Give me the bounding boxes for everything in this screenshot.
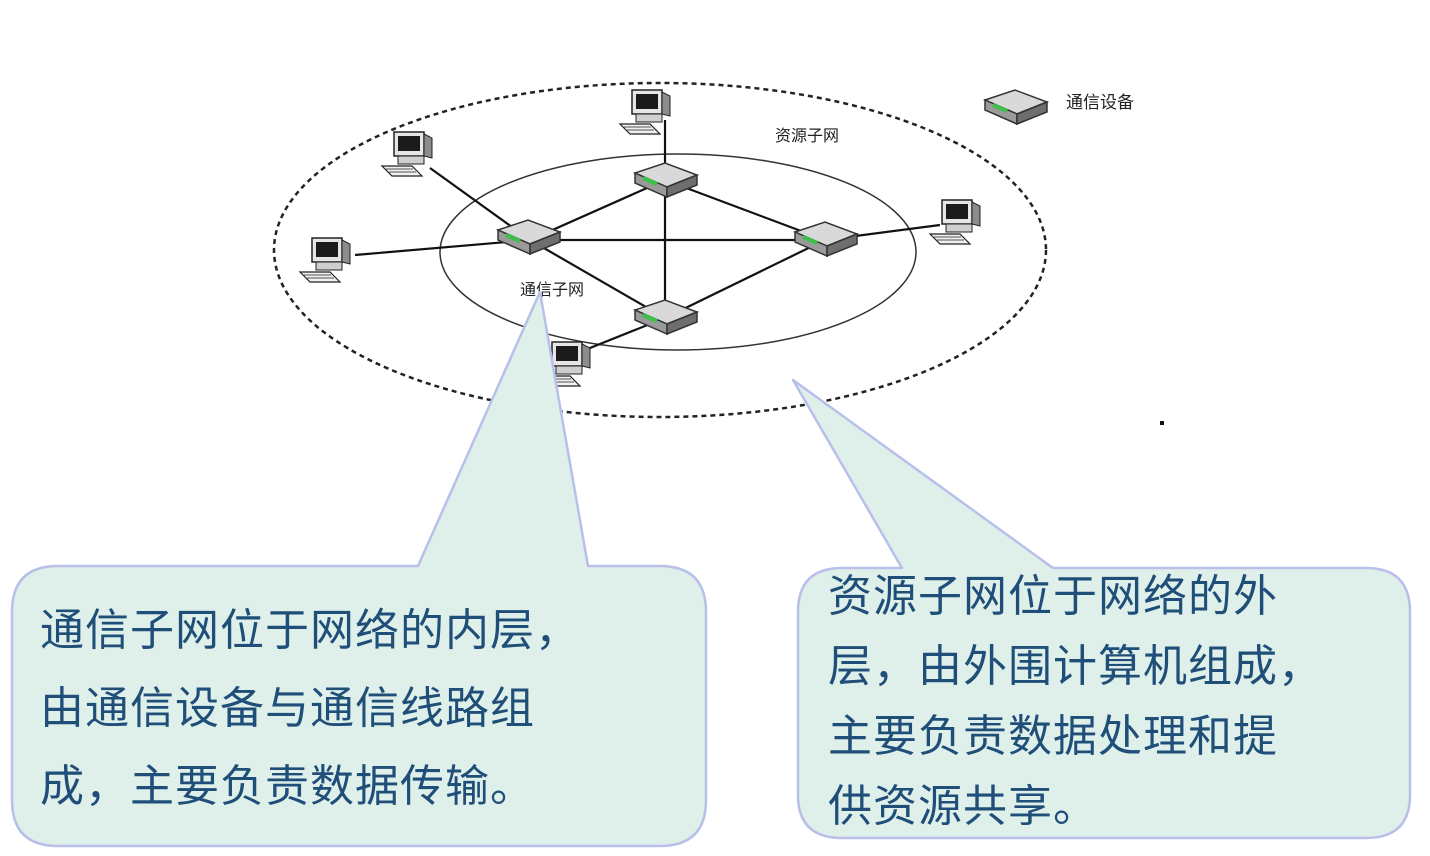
router-icon xyxy=(633,161,699,199)
description-line: 成，主要负责数据传输。 xyxy=(40,761,535,812)
router-icon xyxy=(496,218,562,256)
computer-icon xyxy=(929,199,981,245)
right-callout-bubble xyxy=(791,378,1412,840)
router-icon xyxy=(983,88,1049,126)
resource-subnet-description: 资源子网位于网络的外 层，由外围计算机组成， 主要负责数据处理和提 供资源共享。 xyxy=(828,562,1323,842)
resource-subnet-boundary xyxy=(272,81,1048,419)
description-line: 由通信设备与通信线路组 xyxy=(40,683,535,734)
resource-subnet-label: 资源子网 xyxy=(775,126,839,145)
communication-links xyxy=(529,178,826,319)
legend-label: 通信设备 xyxy=(1066,93,1134,113)
description-line: 供资源共享。 xyxy=(828,781,1098,832)
computer-icon xyxy=(381,131,433,177)
left-callout-bubble xyxy=(10,290,708,848)
description-line: 通信子网位于网络的内层， xyxy=(40,605,580,656)
communication-subnet-description: 通信子网位于网络的内层， 由通信设备与通信线路组 成，主要负责数据传输。 xyxy=(40,592,580,826)
communication-subnet-label: 通信子网 xyxy=(520,280,584,299)
stray-dot xyxy=(1160,421,1164,425)
description-line: 层，由外围计算机组成， xyxy=(828,641,1323,692)
description-line: 资源子网位于网络的外 xyxy=(828,571,1278,622)
description-line: 主要负责数据处理和提 xyxy=(828,711,1278,762)
computer-icon xyxy=(619,89,671,135)
communication-subnet-boundary xyxy=(439,153,917,351)
computer-icon xyxy=(299,237,351,283)
